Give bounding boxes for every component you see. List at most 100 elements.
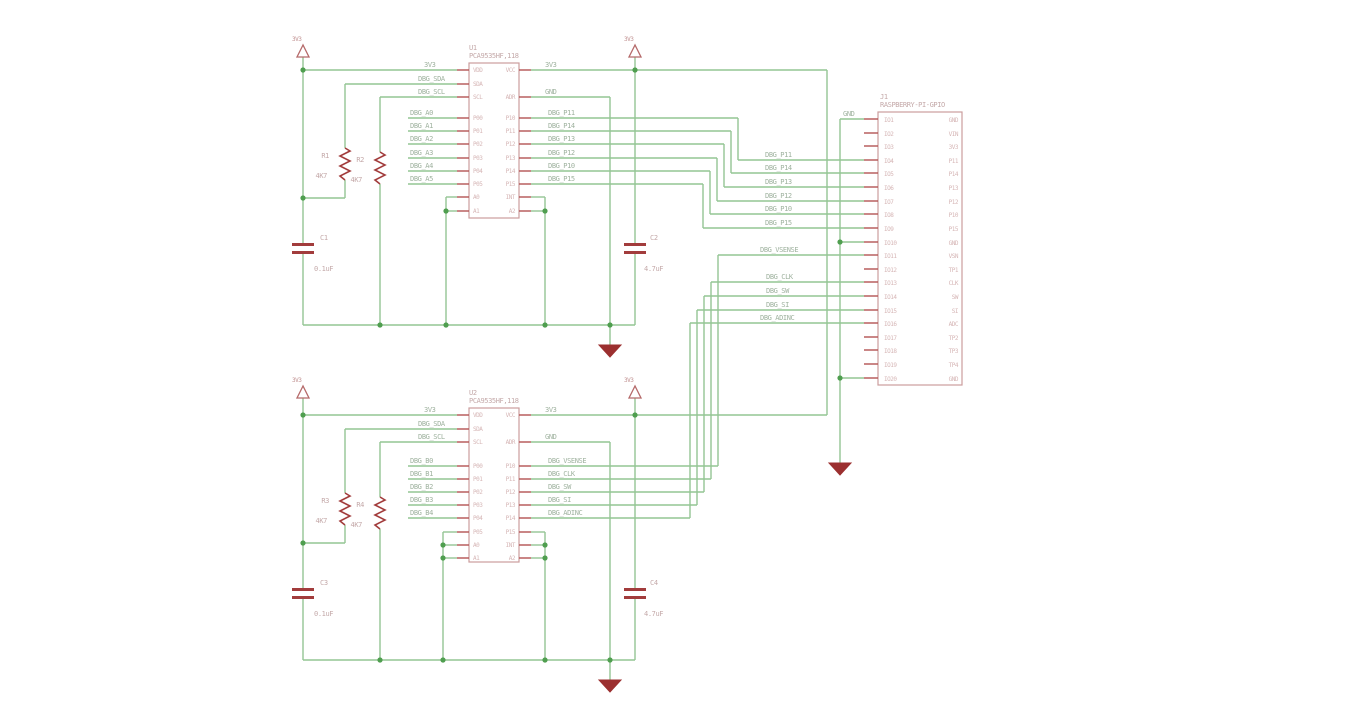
capacitor-value: 0.1uF (314, 610, 333, 618)
resistor-R3 (338, 492, 352, 526)
connector-pin-name: ADC (949, 321, 959, 328)
ic1-pin-name: VCC (506, 67, 516, 74)
net-label: DBG_SI (766, 301, 789, 309)
net-label: DBG_ADINC (760, 314, 795, 322)
net-label: DBG_P15 (548, 175, 575, 183)
net-label: DBG_A0 (410, 109, 433, 117)
connector-pin-name: SW (952, 294, 959, 301)
connector-pin-name: IO12 (884, 267, 897, 274)
capacitor-C4 (624, 588, 646, 591)
net-label: DBG_A2 (410, 135, 433, 143)
ic1-pin-name: P10 (506, 115, 516, 122)
capacitor-C1 (292, 251, 314, 254)
ic1-pin-name: ADR (506, 94, 516, 101)
junction-dot (440, 657, 446, 663)
net-label: DBG_SCL (418, 88, 445, 96)
ic1-pin-name: P02 (473, 141, 483, 148)
component-name-label: RASPBERRY-PI-GPIO (880, 101, 945, 109)
net-label: DBG_SW (548, 483, 572, 491)
net-label: DBG_SDA (418, 75, 446, 83)
gnd-flag-icon (597, 679, 623, 693)
ic1-pin-name: P03 (473, 155, 483, 162)
connector-pin-name: IO1 (884, 117, 894, 124)
net-label: DBG_P14 (548, 122, 575, 130)
connector-pin-name: VIN (949, 131, 959, 138)
resistor-name: R2 (356, 156, 364, 164)
connector-pin-name: IO8 (884, 212, 894, 219)
ic2-pin-name: SDA (473, 426, 483, 433)
capacitor-C2 (624, 243, 646, 246)
ic2-pin-name: A2 (509, 555, 516, 562)
ic2-pin-name: P13 (506, 502, 516, 509)
resistor-value: 4K7 (351, 521, 363, 529)
connector-pin-name: GND (949, 117, 959, 124)
junction-dot (632, 412, 638, 418)
ic2-pin-name: INT (506, 542, 516, 549)
ic1-pin-name: P13 (506, 155, 516, 162)
net-label: DBG_SI (548, 496, 571, 504)
net-label: 3V3 (424, 61, 436, 69)
ic1-pin-name: SDA (473, 81, 483, 88)
capacitor-name: C2 (650, 234, 658, 242)
capacitor-C4 (624, 596, 646, 599)
ic1-pin-name: P14 (506, 168, 516, 175)
net-label: GND (545, 88, 557, 96)
junction-dot (542, 542, 548, 548)
connector-pin-name: P10 (949, 212, 959, 219)
connector-pin-name: IO16 (884, 321, 897, 328)
resistor-R4 (373, 496, 387, 530)
net-label: GND (545, 433, 557, 441)
ic2-pin-name: P15 (506, 529, 516, 536)
net-label: DBG_P13 (548, 135, 575, 143)
connector-pin-name: CLK (949, 280, 959, 287)
connector-pin-name: IO19 (884, 362, 897, 369)
ic1-pin-name: A2 (509, 208, 516, 215)
connector-pin-name: IO9 (884, 226, 894, 233)
net-label: DBG_ADINC (548, 509, 583, 517)
net-label: DBG_CLK (766, 273, 794, 281)
resistor-value: 4K7 (316, 517, 328, 525)
ic2-pin-name: SCL (473, 439, 483, 446)
component-name-label: PCA9535HF,118 (469, 397, 519, 405)
ic1-pin-name: SCL (473, 94, 483, 101)
connector-pin-name: IO4 (884, 158, 894, 165)
junction-dot (443, 208, 449, 214)
resistor-R2 (373, 151, 387, 185)
connector-body (877, 111, 963, 386)
junction-dot (542, 555, 548, 561)
connector-pin-name: IO10 (884, 240, 897, 247)
connector-pin-name: IO2 (884, 131, 894, 138)
capacitor-C1 (292, 243, 314, 246)
ic2-pin-name: VCC (506, 412, 516, 419)
power-flag-label: 3V3 (292, 377, 302, 384)
connector-pin-name: IO13 (884, 280, 897, 287)
ic2-pin-name: VDD (473, 412, 483, 419)
net-label: DBG_SW (766, 287, 790, 295)
connector-pin-name: TP1 (949, 267, 959, 274)
ic1-pin-name: P00 (473, 115, 483, 122)
net-label: DBG_P12 (765, 192, 792, 200)
ic1-pin-name: P15 (506, 181, 516, 188)
connector-pin-name: P14 (949, 171, 959, 178)
connector-pin-name: TP3 (949, 348, 959, 355)
junction-dot (837, 375, 843, 381)
connector-pin-name: IO17 (884, 335, 897, 342)
ic2-pin-name: ADR (506, 439, 516, 446)
net-label: DBG_A3 (410, 149, 433, 157)
component-name-label: U2 (469, 389, 477, 397)
ic1-pin-name: P05 (473, 181, 483, 188)
resistor-value: 4K7 (351, 176, 363, 184)
connector-pin-name: P12 (949, 199, 959, 206)
net-label: 3V3 (545, 61, 557, 69)
junction-dot (837, 239, 843, 245)
net-label: DBG_P11 (765, 151, 792, 159)
junction-dot (607, 657, 613, 663)
junction-dot (443, 322, 449, 328)
ic1-pin-name: P01 (473, 128, 483, 135)
net-label: DBG_A1 (410, 122, 433, 130)
net-label: DBG_P12 (548, 149, 575, 157)
connector-pin-name: GND (949, 376, 959, 383)
net-label: DBG_P14 (765, 164, 792, 172)
